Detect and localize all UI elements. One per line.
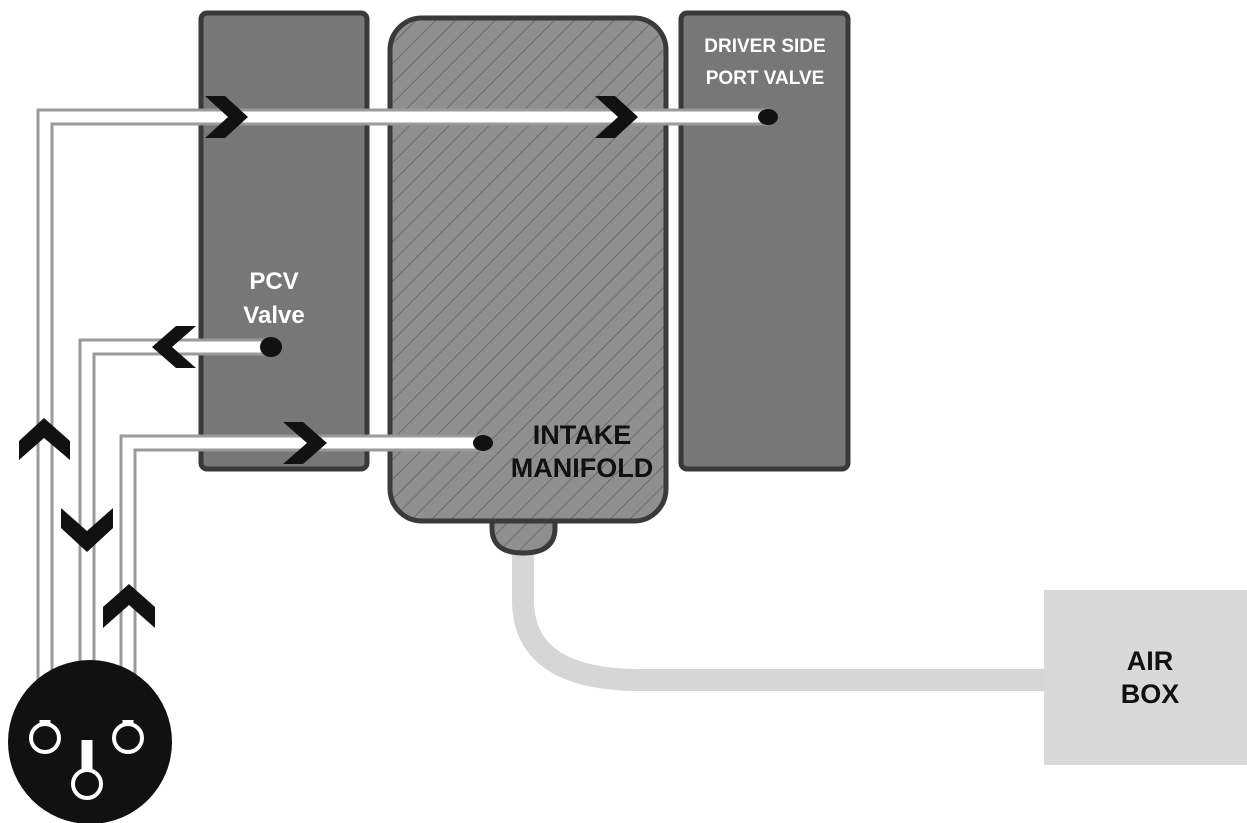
air-box-label-line2: BOX — [1121, 679, 1180, 709]
arrow-left-icon — [152, 326, 196, 368]
intake-manifold-label-line2: MANIFOLD — [511, 453, 653, 483]
connector-pin-icon — [71, 768, 103, 800]
hose-from-pcv-valve — [78, 338, 270, 778]
arrow-right-icon — [283, 422, 327, 464]
intake-manifold-port-icon — [473, 435, 493, 451]
air-box-label-line1: AIR — [1127, 646, 1174, 676]
hose-to-intake-manifold — [119, 434, 483, 720]
driver-side-port-valve-label-line1: DRIVER SIDE — [704, 36, 825, 57]
arrow-down-icon — [61, 508, 113, 552]
arrow-up-icon — [103, 584, 155, 628]
air-box: AIR BOX — [1044, 590, 1247, 765]
pcv-valve-label-line2: Valve — [243, 302, 304, 329]
flow-arrows — [19, 96, 638, 628]
pcv-valve-block — [198, 10, 370, 472]
driver-side-port-valve-block — [678, 10, 851, 472]
driver-side-port-icon — [758, 109, 778, 125]
driver-side-port-valve-label-line2: PORT VALVE — [706, 68, 825, 89]
air-duct — [512, 555, 1060, 691]
intake-manifold — [387, 15, 669, 556]
intake-manifold-label-line1: INTAKE — [533, 420, 632, 450]
connector-pin-icon — [29, 722, 61, 754]
arrow-right-icon — [205, 96, 248, 138]
hose-to-driver-side-port — [36, 108, 768, 720]
pcv-valve-port-icon — [260, 337, 282, 357]
connector-pin-icon — [112, 722, 144, 754]
arrow-up-icon — [19, 418, 70, 460]
arrow-right-icon — [595, 96, 638, 138]
pcv-valve-label-line1: PCV — [249, 268, 298, 295]
hoses — [36, 108, 768, 778]
three-pin-connector-icon — [8, 660, 172, 823]
